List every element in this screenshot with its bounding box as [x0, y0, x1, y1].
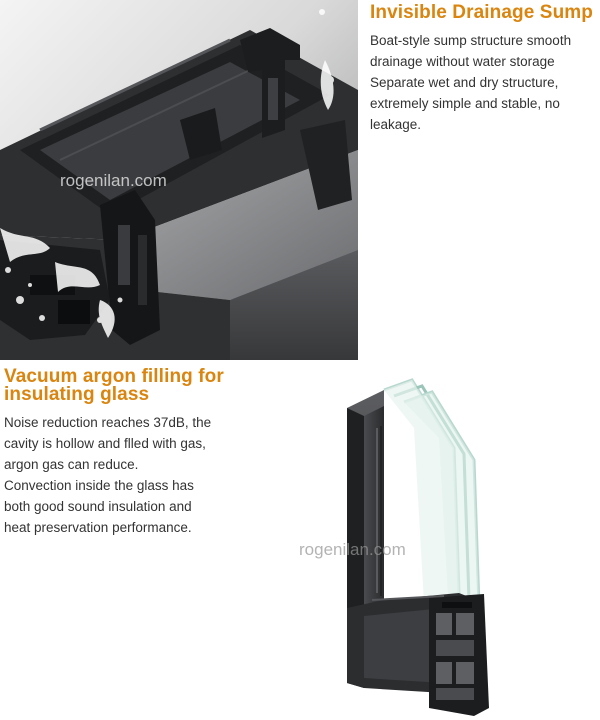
drainage-sump-heading: Invisible Drainage Sump: [370, 2, 593, 23]
drainage-sump-illustration: [0, 0, 358, 360]
watermark-text: rogenilan.com: [60, 171, 167, 190]
drainage-sump-image: rogenilan.com: [0, 0, 358, 360]
watermark-text: rogenilan.com: [299, 540, 406, 559]
insulating-glass-illustration: [244, 368, 600, 720]
argon-glass-description: Noise reduction reaches 37dB, the cavity…: [4, 415, 212, 535]
insulating-glass-image: rogenilan.com: [244, 368, 600, 720]
argon-glass-heading: Vacuum argon filling for insulating glas…: [4, 366, 224, 405]
drainage-sump-description: Boat-style sump structure smooth drainag…: [370, 33, 572, 132]
